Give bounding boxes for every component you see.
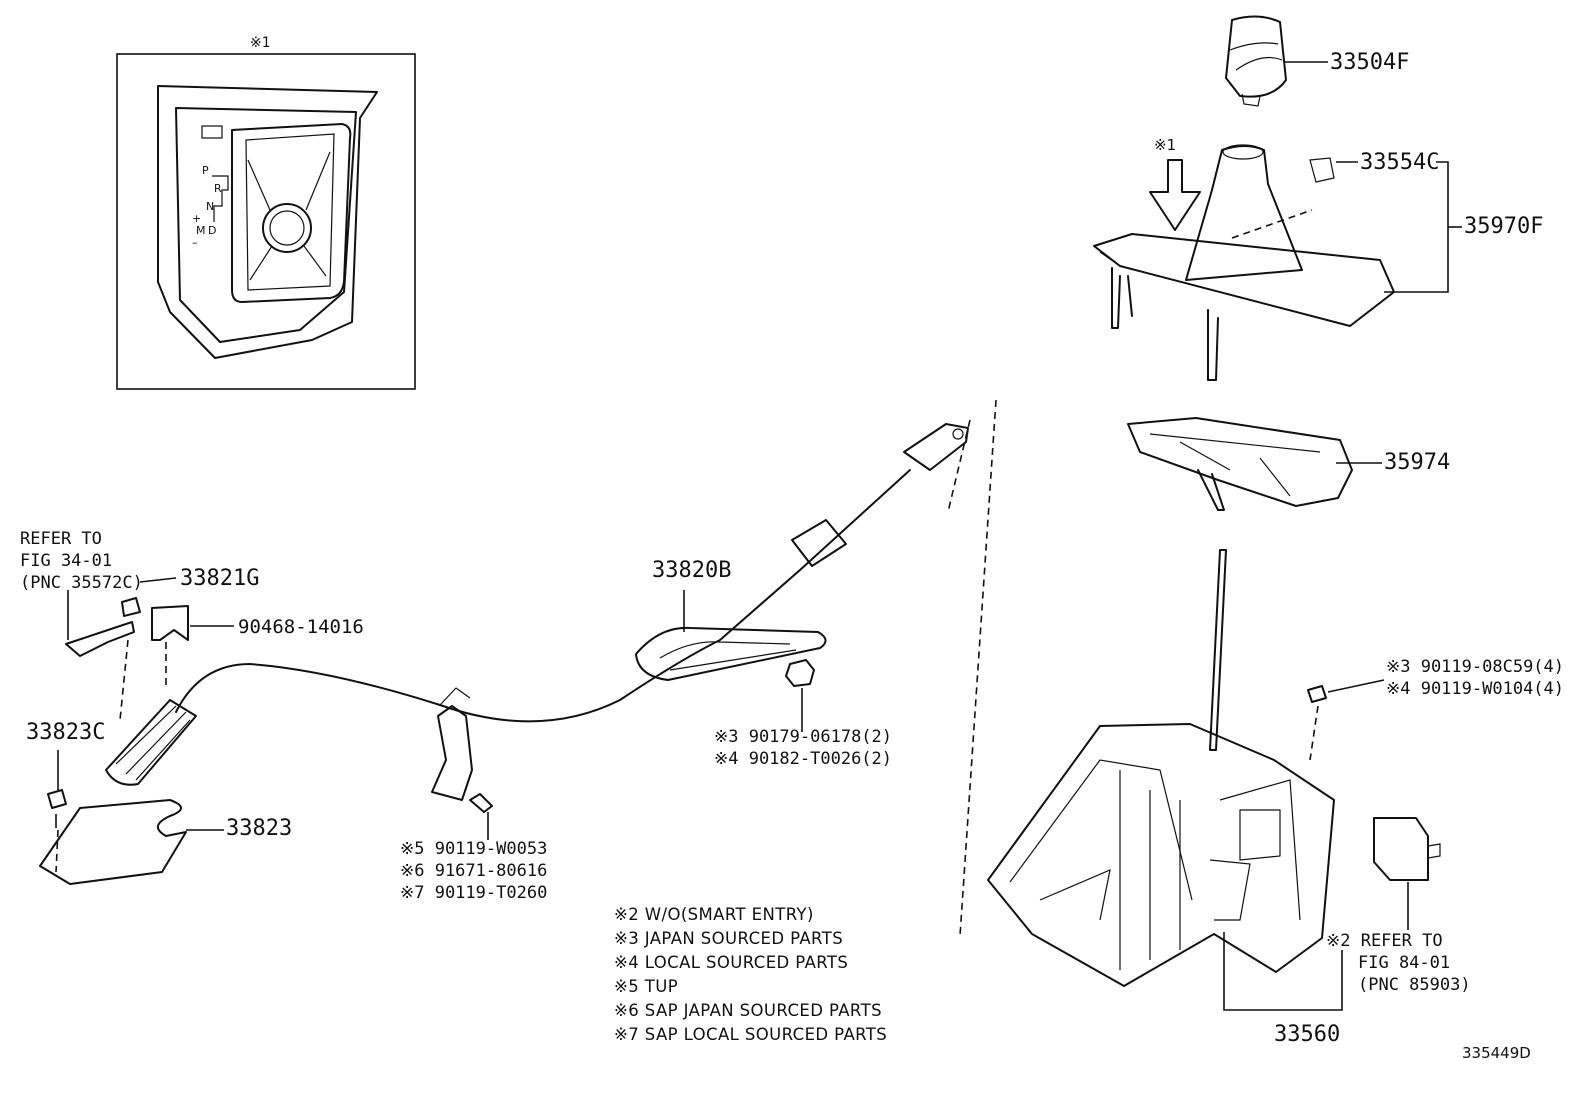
gate-letter-m: M xyxy=(196,224,206,237)
arrow-marker: ※1 xyxy=(1154,136,1177,154)
bolt-left-code-1: ※5 90119-W0053 xyxy=(400,839,548,859)
refer-left-line-3: (PNC 35572C) xyxy=(20,573,143,593)
refer-note-left[interactable]: REFER TO FIG 34-01 (PNC 35572C) xyxy=(20,528,143,594)
refer-right-line-3: (PNC 85903) xyxy=(1358,975,1471,995)
part-33820B[interactable]: 33820B xyxy=(652,558,732,583)
nut-code-2: ※4 90182-T0026(2) xyxy=(714,749,893,769)
refer-left-line-1: REFER TO xyxy=(20,529,102,549)
gate-letter-plus: + xyxy=(192,212,202,225)
footnote-6: ※7 SAP LOCAL SOURCED PARTS xyxy=(614,1025,888,1044)
part-90468-14016[interactable]: 90468-14016 xyxy=(238,616,364,638)
refer-note-right[interactable]: ※2 REFER TO FIG 84-01 (PNC 85903) xyxy=(1326,930,1471,996)
footnote-1: ※2 W/O(SMART ENTRY) xyxy=(614,905,814,924)
screw-90119 xyxy=(469,793,493,840)
bolt-left-code-2: ※6 91671-80616 xyxy=(400,861,548,881)
shift-lever-assembly xyxy=(987,549,1441,1011)
footnote-5: ※6 SAP JAPAN SOURCED PARTS xyxy=(614,1001,882,1020)
upper-bracket-35974 xyxy=(1127,417,1382,511)
part-33823[interactable]: 33823 xyxy=(226,816,293,841)
part-33504F[interactable]: 33504F xyxy=(1330,50,1410,75)
bolt-codes-right[interactable]: ※3 90119-08C59(4) ※4 90119-W0104(4) xyxy=(1386,656,1564,700)
part-33554C[interactable]: 33554C xyxy=(1360,150,1440,175)
refer-right-line-2: FIG 84-01 xyxy=(1358,953,1451,973)
inset-console-bezel xyxy=(157,85,378,359)
bracket-hardware-left xyxy=(39,577,234,885)
inset-marker: ※1 xyxy=(250,35,271,51)
shift-boot-panel xyxy=(1093,144,1462,381)
nut-90179 xyxy=(785,659,815,732)
gate-letter-minus: – xyxy=(192,236,198,249)
footnote-2: ※3 JAPAN SOURCED PARTS xyxy=(614,929,844,948)
footnote-3: ※4 LOCAL SOURCED PARTS xyxy=(614,953,849,972)
refer-left-line-2: FIG 34-01 xyxy=(20,551,113,571)
gate-letter-n: N xyxy=(206,200,215,213)
part-33823C[interactable]: 33823C xyxy=(26,720,106,745)
refer-right-line-1: ※2 REFER TO xyxy=(1326,931,1443,951)
shift-cable-33820B xyxy=(105,423,969,801)
footnote-4: ※5 TUP xyxy=(614,977,679,996)
gate-letter-p: P xyxy=(202,164,209,177)
nut-code-1: ※3 90179-06178(2) xyxy=(714,727,893,747)
bolt-right-code-2: ※4 90119-W0104(4) xyxy=(1386,679,1565,699)
gate-letter-r: R xyxy=(214,182,222,195)
bolt-codes-left[interactable]: ※5 90119-W0053 ※6 91671-80616 ※7 90119-T… xyxy=(400,838,547,904)
nut-codes[interactable]: ※3 90179-06178(2) ※4 90182-T0026(2) xyxy=(714,726,892,770)
figure-id: 335449D xyxy=(1462,1044,1531,1062)
bolt-right-code-1: ※3 90119-08C59(4) xyxy=(1386,657,1565,677)
inset-frame xyxy=(116,53,416,390)
part-35970F[interactable]: 35970F xyxy=(1464,214,1544,239)
part-33821G[interactable]: 33821G xyxy=(180,566,260,591)
shift-knob xyxy=(1225,15,1328,107)
gate-letter-d: D xyxy=(208,224,217,237)
part-33560[interactable]: 33560 xyxy=(1274,1022,1341,1047)
footnote-list: ※2 W/O(SMART ENTRY) ※3 JAPAN SOURCED PAR… xyxy=(614,904,887,1048)
part-35974[interactable]: 35974 xyxy=(1384,450,1451,475)
bolt-left-code-3: ※7 90119-T0260 xyxy=(400,883,548,903)
direction-arrow xyxy=(1149,159,1201,231)
